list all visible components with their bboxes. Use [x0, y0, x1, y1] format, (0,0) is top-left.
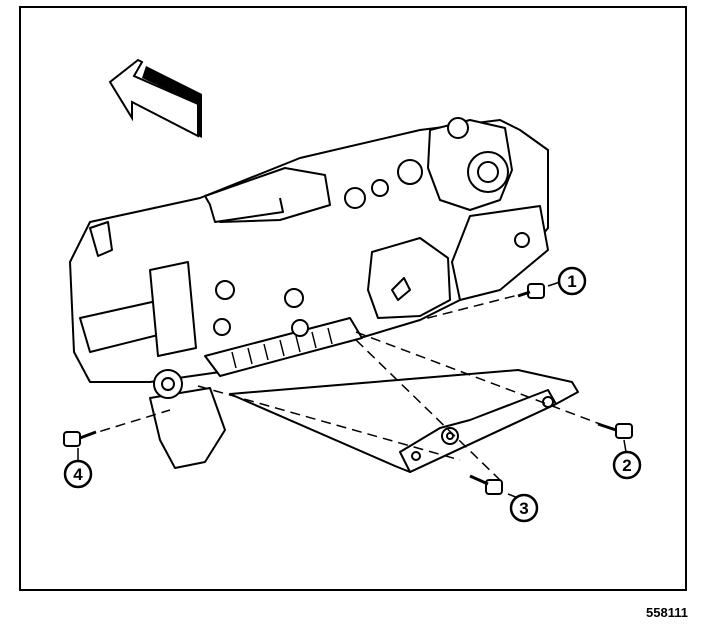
- bolt-icon: [469, 474, 503, 495]
- callout-2: 2: [612, 439, 642, 480]
- callout-2-label: 2: [622, 456, 631, 475]
- figure-border: [19, 6, 687, 591]
- bracket-plate: [229, 369, 579, 473]
- alignment-lines: [84, 291, 601, 481]
- bolt-icon: [517, 283, 545, 299]
- bolt-icon: [63, 430, 97, 447]
- callout-4: 4: [63, 448, 93, 489]
- bolt-icon: [597, 422, 633, 439]
- rail-ribbing: [231, 327, 333, 369]
- callout-3: 3: [507, 493, 539, 523]
- callout-1-label: 1: [567, 272, 576, 291]
- callout-3-label: 3: [519, 499, 528, 518]
- callout-1: 1: [547, 266, 587, 296]
- front-direction-arrow-icon: [108, 58, 202, 138]
- frame-assembly: [69, 117, 549, 469]
- figure-number: 558111: [646, 605, 688, 620]
- callout-4-label: 4: [73, 465, 83, 484]
